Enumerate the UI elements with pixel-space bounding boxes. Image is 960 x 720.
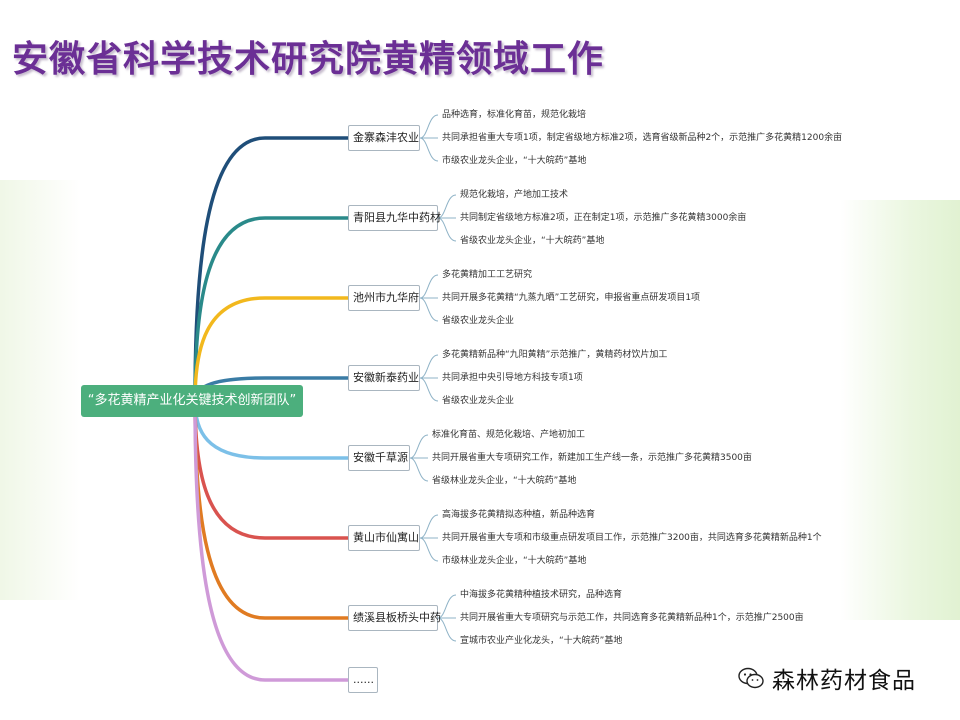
branch-node: 安徽新泰药业: [348, 365, 420, 391]
branch-detail-item: 共同开展省重大专项研究工作，新建加工生产线一条，示范推广多花黄精3500亩: [432, 453, 752, 463]
branch-detail-item: 宣城市农业产业化龙头，“十大皖药”基地: [460, 636, 623, 646]
background-glow-left: [0, 180, 80, 600]
branch-node: 安徽千草源: [348, 445, 410, 471]
leaf-connector: [419, 514, 439, 539]
branch-node: ......: [348, 667, 378, 693]
watermark-text: 森林药材食品: [772, 668, 916, 694]
page-title: 安徽省科学技术研究院黄精领域工作: [12, 39, 605, 80]
leaf-connector: [419, 274, 439, 299]
leaf-connector: [409, 434, 429, 459]
branch-node: 池州市九华府: [348, 285, 420, 311]
leaf-connector: [437, 217, 457, 242]
branch-detail-item: 高海拔多花黄精拟态种植，新品种选育: [442, 510, 596, 520]
branch-detail-item: 省级农业龙头企业: [442, 396, 515, 406]
branch-detail-item: 市级林业龙头企业，“十大皖药”基地: [442, 556, 587, 566]
leaf-connector: [437, 594, 457, 619]
branch-detail-item: 市级农业龙头企业，“十大皖药”基地: [442, 156, 587, 166]
branch-detail-item: 品种选育，标准化育苗，规范化栽培: [442, 110, 587, 120]
branch-node: 黄山市仙寓山: [348, 525, 420, 551]
branch-connector: [193, 296, 350, 403]
leaf-connector: [419, 297, 439, 322]
branch-detail-item: 规范化栽培，产地加工技术: [460, 190, 569, 200]
branch-node: 金寨森沣农业: [348, 125, 420, 151]
branch-connector: [193, 399, 350, 682]
branch-detail-item: 中海拔多花黄精种植技术研究，品种选育: [460, 590, 623, 600]
branch-detail-item: 共同开展多花黄精“九蒸九晒”工艺研究，申报省重点研发项目1项: [442, 293, 701, 303]
branch-detail-item: 共同承担省重大专项1项，制定省级地方标准2项，选育省级新品种2个，示范推广多花黄…: [442, 133, 843, 143]
branch-detail-item: 省级农业龙头企业，“十大皖药”基地: [460, 236, 605, 246]
leaf-connector: [419, 537, 439, 562]
branch-detail-item: 省级林业龙头企业，“十大皖药”基地: [432, 476, 577, 486]
branch-detail-item: 共同开展省重大专项和市级重点研发项目工作，示范推广3200亩，共同选育多花黄精新…: [442, 533, 822, 543]
branch-detail-item: 省级农业龙头企业: [442, 316, 515, 326]
watermark: 森林药材食品: [738, 661, 916, 695]
branch-detail-item: 共同开展省重大专项研究与示范工作，共同选育多花黄精新品种1个，示范推广2500亩: [460, 613, 804, 623]
wechat-icon: [738, 667, 764, 689]
branch-connector: [193, 136, 350, 403]
branch-detail-item: 标准化育苗、规范化栽培、产地初加工: [432, 430, 586, 440]
branch-detail-item: 共同承担中央引导地方科技专项1项: [442, 373, 583, 383]
leaf-connector: [409, 457, 429, 482]
leaf-connector: [437, 617, 457, 642]
leaf-connector: [437, 194, 457, 219]
root-node: “多花黄精产业化关键技术创新团队”: [81, 385, 303, 417]
branch-detail-item: 多花黄精新品种“九阳黄精”示范推广，黄精药材饮片加工: [442, 350, 668, 360]
background-glow-right: [840, 200, 960, 620]
branch-connector: [193, 399, 350, 540]
branch-connector: [193, 216, 350, 403]
leaf-connector: [419, 137, 439, 162]
branch-node: 青阳县九华中药材: [348, 205, 441, 231]
branch-detail-item: 多花黄精加工工艺研究: [442, 270, 533, 280]
leaf-connector: [419, 114, 439, 139]
leaf-connector: [419, 354, 439, 379]
leaf-connector: [419, 377, 439, 402]
branch-node: 绩溪县板桥头中药: [348, 605, 441, 631]
branch-connector: [193, 399, 350, 620]
branch-detail-item: 共同制定省级地方标准2项，正在制定1项，示范推广多花黄精3000余亩: [460, 213, 747, 223]
